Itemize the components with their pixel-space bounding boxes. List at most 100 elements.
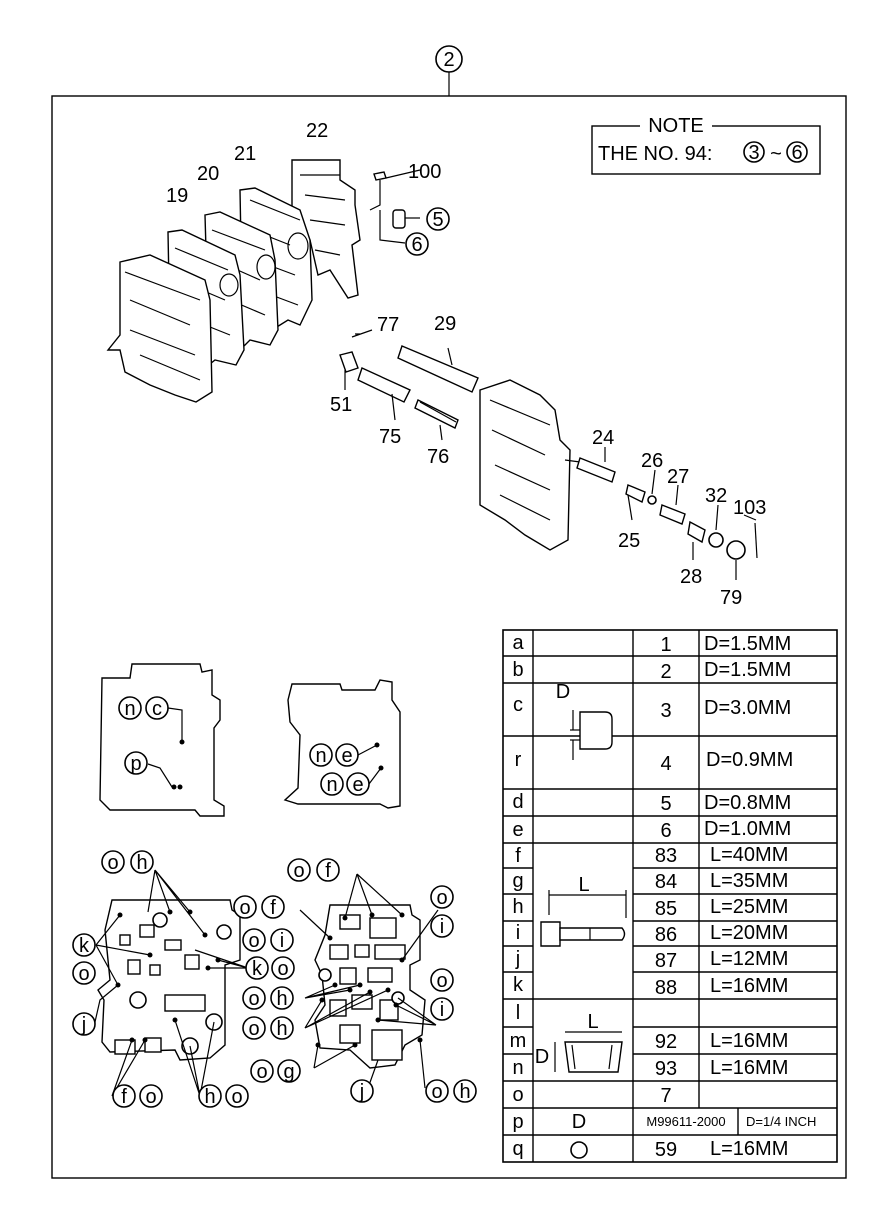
- callout-o-bl5: o: [277, 958, 288, 980]
- table-spec: L=16MM: [710, 1138, 788, 1160]
- valve-body-bottom-left: o h k o j f o h o k o: [72, 850, 295, 1108]
- valve-parts-right: [576, 447, 758, 580]
- table-letter: p: [512, 1111, 523, 1133]
- table-number: 59: [655, 1139, 677, 1161]
- dim-l-bolt: L: [578, 874, 589, 896]
- table-number: 87: [655, 950, 677, 972]
- table-letter: m: [510, 1030, 527, 1052]
- part-label-79: 79: [720, 587, 742, 609]
- callout-f-bl1: f: [121, 1086, 127, 1108]
- plate-2-outline: n e n e: [283, 679, 401, 809]
- table-letter: j: [515, 948, 520, 970]
- dim-l-spacer: L: [587, 1011, 598, 1033]
- callout-o-br4: o: [248, 988, 259, 1010]
- table-spec: L=40MM: [710, 844, 788, 866]
- part-label-51: 51: [330, 394, 352, 416]
- table-number: 2: [660, 661, 671, 683]
- callout-o-br9: o: [431, 1081, 442, 1103]
- callout-o-br2: o: [239, 897, 250, 919]
- pin-illustration: D: [556, 681, 613, 760]
- part-label-22: 22: [306, 120, 328, 142]
- table-number: 84: [655, 871, 677, 893]
- separator-plates: [106, 159, 361, 403]
- note-title: NOTE: [648, 115, 704, 137]
- table-number: 83: [655, 845, 677, 867]
- dim-d-pin: D: [556, 681, 570, 703]
- table-spec: D=0.9MM: [706, 749, 793, 771]
- table-number: 92: [655, 1031, 677, 1053]
- callout-o-bl4: o: [231, 1086, 242, 1108]
- table-number: 85: [655, 898, 677, 920]
- callout-j-bl1: j: [81, 1014, 86, 1036]
- table-letter: q: [512, 1138, 523, 1160]
- part-label-32: 32: [705, 485, 727, 507]
- spacer-illustration: L D: [535, 1011, 623, 1073]
- table-letter: r: [515, 749, 522, 771]
- part-label-28: 28: [680, 566, 702, 588]
- note-range-to: 6: [791, 142, 802, 164]
- valve-body-right: [479, 379, 581, 551]
- table-number: 93: [655, 1058, 677, 1080]
- callout-h-br2: h: [276, 1018, 287, 1040]
- solenoid-parts: [369, 169, 421, 244]
- note-text: THE NO. 94:: [598, 143, 712, 165]
- callout-h-bl2: h: [204, 1086, 215, 1108]
- callout-f-br2: f: [270, 897, 276, 919]
- callout-h-br3: h: [459, 1081, 470, 1103]
- spec-table: D L L D D a b c r: [502, 629, 838, 1163]
- table-spec: L=16MM: [710, 1030, 788, 1052]
- part-label-76: 76: [427, 446, 449, 468]
- table-spec: D=3.0MM: [704, 697, 791, 719]
- callout-o-br5: o: [248, 1018, 259, 1040]
- table-spec: D=1/4 INCH: [746, 1114, 816, 1129]
- table-letter: l: [516, 1002, 520, 1024]
- callout-i-br1: i: [440, 916, 444, 938]
- part-label-24: 24: [592, 427, 614, 449]
- callout-o-bl2: o: [78, 963, 89, 985]
- callout-o-br3: o: [436, 887, 447, 909]
- table-spec: L=16MM: [710, 1057, 788, 1079]
- callout-i-br2: i: [440, 999, 444, 1021]
- callout-c: c: [152, 698, 162, 720]
- bolt-illustration: L: [540, 874, 627, 947]
- part-label-19: 19: [166, 185, 188, 207]
- table-number: 1: [660, 634, 671, 656]
- table-letter: g: [512, 870, 523, 892]
- plate-1-outline: n c p: [99, 663, 225, 817]
- part-label-103: 103: [733, 497, 766, 519]
- table-spec: D=1.5MM: [704, 633, 791, 655]
- note-range-from: 3: [748, 142, 759, 164]
- table-letter: h: [512, 896, 523, 918]
- note-range-sep: ~: [770, 143, 782, 165]
- callout-o-br8: o: [256, 1061, 267, 1083]
- callout-g-br1: g: [283, 1061, 294, 1083]
- table-letter: o: [512, 1084, 523, 1106]
- callout-k-bl2: k: [252, 958, 263, 980]
- part-labels: 22 21 20 19 100 5 6 77 29 51 75 76 24 26…: [166, 120, 766, 609]
- part-label-29: 29: [434, 313, 456, 335]
- table-number: 4: [660, 753, 671, 775]
- note-box: NOTE THE NO. 94: 3 ~ 6: [591, 114, 821, 175]
- table-spec: D=1.0MM: [704, 818, 791, 840]
- table-letter: i: [516, 922, 520, 944]
- table-letter: a: [512, 632, 524, 654]
- table-number: 3: [660, 700, 671, 722]
- part-label-27: 27: [667, 466, 689, 488]
- callout-h-bl1: h: [136, 852, 147, 874]
- table-letter: k: [513, 974, 524, 996]
- callout-o-br7: o: [248, 930, 259, 952]
- callout-j-br1: j: [359, 1081, 364, 1103]
- table-spec: L=35MM: [710, 870, 788, 892]
- part-label-100: 100: [408, 161, 441, 183]
- valve-body-bottom-right: o f o f o i o h o h o i o i o g j o h: [233, 858, 477, 1103]
- callout-n-2: n: [315, 745, 326, 767]
- callout-o-bl3: o: [145, 1086, 156, 1108]
- part-label-6: 6: [411, 234, 422, 256]
- part-label-75: 75: [379, 426, 401, 448]
- table-number: 6: [660, 820, 671, 842]
- dim-d-ball: D: [572, 1111, 586, 1133]
- table-letter: f: [515, 845, 521, 867]
- part-label-26: 26: [641, 450, 663, 472]
- part-label-25: 25: [618, 530, 640, 552]
